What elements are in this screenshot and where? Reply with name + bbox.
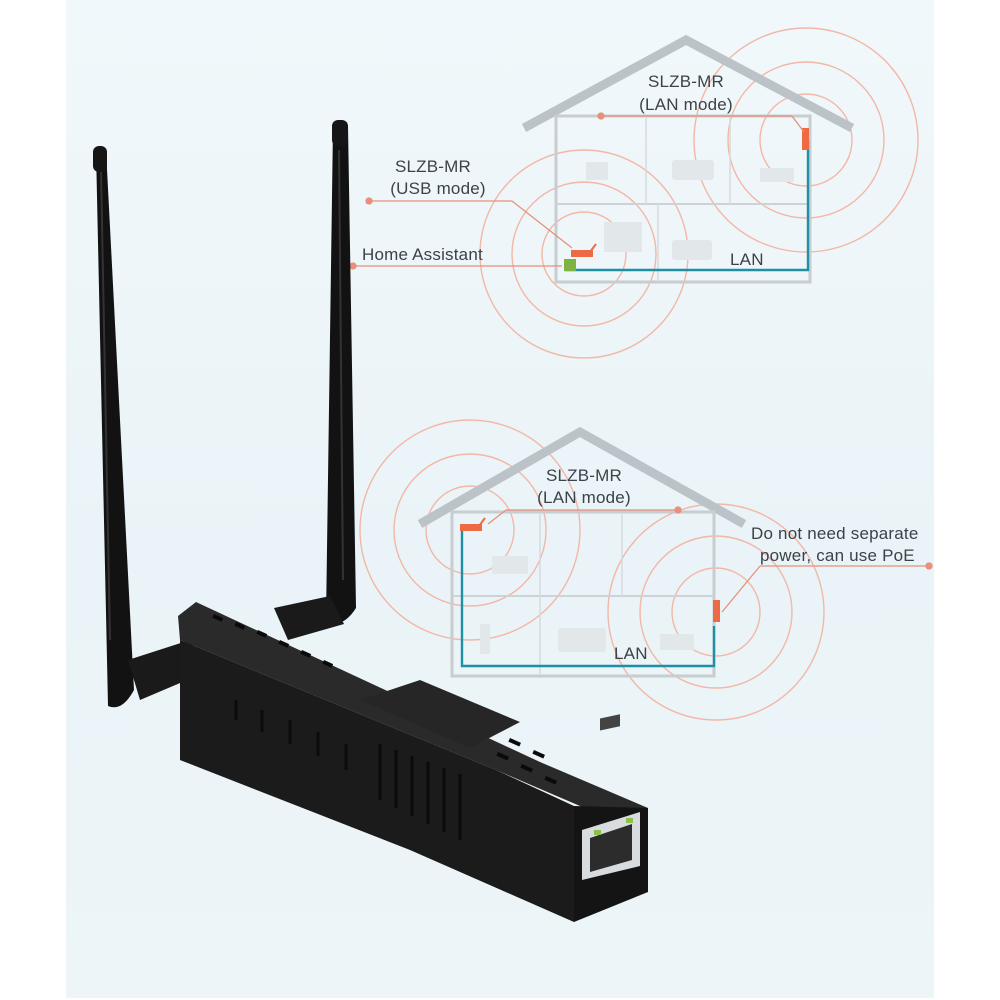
bottom-poe-device <box>713 600 720 622</box>
bottom-lan-cable <box>460 528 716 668</box>
poe-note-line-1: Do not need separate <box>751 524 919 543</box>
bottom-lan-device <box>460 524 482 531</box>
top-home-assistant-label: Home Assistant <box>362 245 483 264</box>
top-lan-signal-rings <box>693 27 919 253</box>
top-lan-device <box>802 128 809 150</box>
top-house-diagram: SLZB-MR (LAN mode) SLZB-MR (USB mode) Ho… <box>349 27 919 359</box>
top-lan-device-mode: (LAN mode) <box>639 95 733 114</box>
bottom-lan-cable-label: LAN <box>614 644 648 663</box>
device-body <box>178 602 648 922</box>
bottom-house-diagram: SLZB-MR (LAN mode) Do not need separate … <box>359 419 933 721</box>
top-usb-device-name: SLZB-MR <box>395 157 471 176</box>
bottom-house-outline <box>417 426 747 678</box>
slzb-mr-device <box>93 120 648 922</box>
bottom-lan-device-name: SLZB-MR <box>546 466 622 485</box>
top-usb-device-mode: (USB mode) <box>390 179 486 198</box>
poe-note-line-2: power, can use PoE <box>760 546 915 565</box>
product-illustration: SLZB-MR (LAN mode) SLZB-MR (USB mode) Ho… <box>66 0 934 998</box>
side-vent-ribs <box>234 700 462 840</box>
bottom-lan-signal-rings <box>359 419 581 641</box>
top-lan-cable-label: LAN <box>730 250 764 269</box>
antenna-right <box>274 120 356 640</box>
top-usb-signal-rings <box>479 149 689 359</box>
top-leader-lines <box>349 112 805 270</box>
bottom-lan-device-mode: (LAN mode) <box>537 488 631 507</box>
illustration-canvas: SLZB-MR (LAN mode) SLZB-MR (USB mode) Ho… <box>93 27 933 922</box>
top-usb-device <box>571 250 593 257</box>
top-house-outline <box>521 34 855 284</box>
bottom-leader-lines <box>487 506 933 613</box>
ethernet-rj45-port-icon <box>582 714 640 880</box>
top-lan-device-name: SLZB-MR <box>648 72 724 91</box>
top-home-assistant-box <box>564 259 576 271</box>
top-vent-slots <box>212 614 557 785</box>
